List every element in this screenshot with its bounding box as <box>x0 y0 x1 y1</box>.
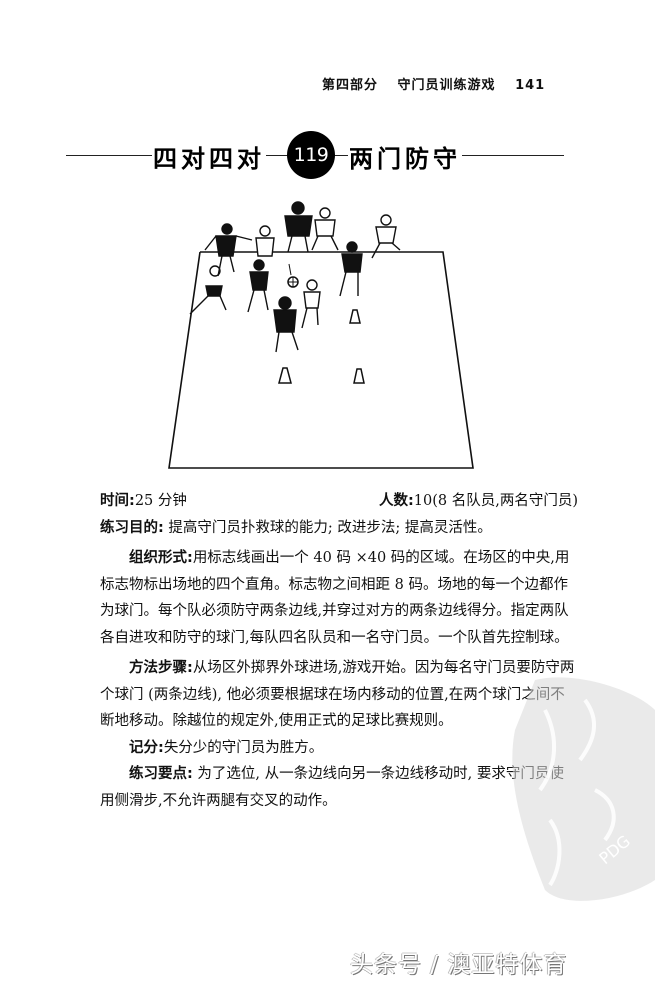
section-label: 记分: <box>129 739 164 756</box>
time-info: 时间:25 分钟 <box>100 488 187 515</box>
meta-row: 时间:25 分钟 人数:10(8 名队员,两名守门员) <box>100 488 578 515</box>
title-right: 两门防守 <box>348 145 462 173</box>
soccer-field-icon <box>168 251 474 469</box>
title-left: 四对四对 <box>152 145 266 173</box>
section-organization: 组织形式:用标志线画出一个 40 码 ×40 码的区域。在场区的中央,用标志物标… <box>100 545 578 651</box>
page-number: 141 <box>515 78 546 93</box>
section-label: 方法步骤: <box>129 660 193 676</box>
part-label: 第四部分 <box>322 78 379 93</box>
ball-icon <box>287 263 299 288</box>
section-text: 失分少的守门员为胜方。 <box>163 739 324 756</box>
drill-description: 时间:25 分钟 人数:10(8 名队员,两名守门员) 练习目的: 提高守门员扑… <box>100 488 578 814</box>
source-attribution: 头条号 / 澳亚特体育 <box>350 952 568 978</box>
cone-icon <box>278 309 365 384</box>
section-label: 组织形式: <box>129 550 193 566</box>
section-text: 为了选位, 从一条边线向另一条边线移动时, 要求守门员使用侧滑步,不允许两腿有交… <box>100 766 564 809</box>
players-info: 人数:10(8 名队员,两名守门员) <box>379 488 578 515</box>
players-label: 人数: <box>378 493 414 509</box>
section-procedure: 方法步骤:从场区外掷界外球进场,游戏开始。因为每名守门员要防守两个球门 (两条边… <box>100 655 578 735</box>
section-purpose: 练习目的: 提高守门员扑救球的能力; 改进步法; 提高灵活性。 <box>100 515 578 542</box>
drill-illustration <box>168 201 474 469</box>
section-scoring: 记分:失分少的守门员为胜方。 <box>100 735 578 762</box>
section-text: 用标志线画出一个 40 码 ×40 码的区域。在场区的中央,用标志物标出场地的四… <box>100 550 570 646</box>
section-label: 练习要点: <box>129 766 193 782</box>
drill-title: 四对四对 119 两门防守 <box>66 131 564 179</box>
section-label: 守门员训练游戏 <box>397 78 496 93</box>
time-label: 时间: <box>100 493 135 509</box>
section-key-points: 练习要点: 为了选位, 从一条边线向另一条边线移动时, 要求守门员使用侧滑步,不… <box>100 761 578 814</box>
players-icon <box>189 201 401 353</box>
section-label: 练习目的: <box>100 519 164 536</box>
section-text: 从场区外掷界外球进场,游戏开始。因为每名守门员要防守两个球门 (两条边线), 他… <box>100 660 575 729</box>
drill-number-badge: 119 <box>287 131 335 179</box>
seal-watermark-icon: PDG <box>512 677 655 901</box>
running-header: 第四部分 守门员训练游戏 141 <box>322 74 545 93</box>
section-text: 提高守门员扑救球的能力; 改进步法; 提高灵活性。 <box>163 519 492 536</box>
time-value: 25 分钟 <box>134 493 187 509</box>
players-value: 10(8 名队员,两名守门员) <box>413 493 578 509</box>
